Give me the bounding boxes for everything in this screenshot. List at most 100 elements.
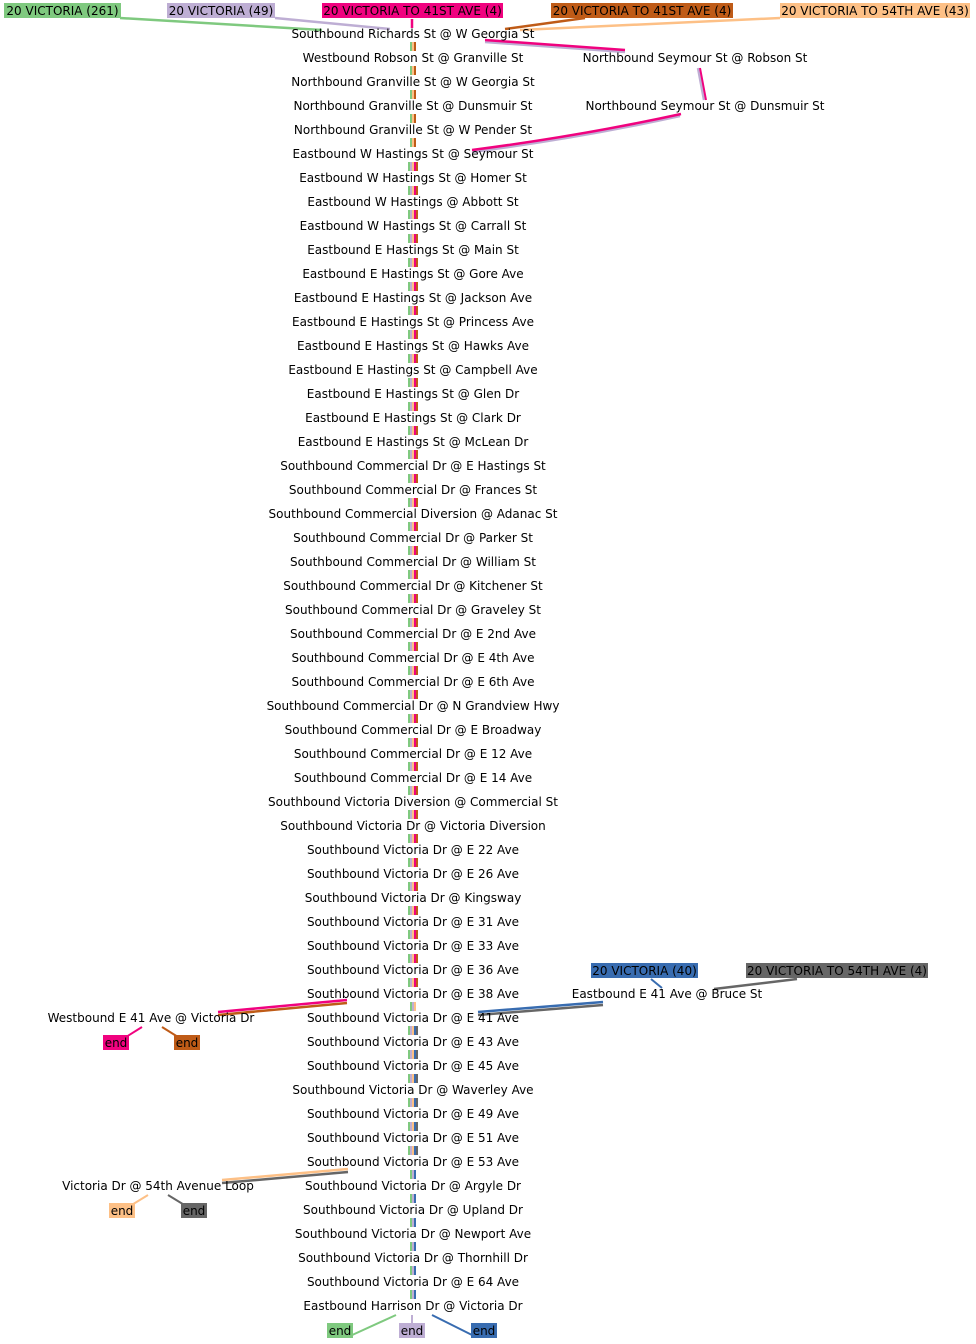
stop-label: Southbound Richards St @ W Georgia St <box>292 27 535 41</box>
edge-purple-start <box>274 16 391 31</box>
segment-stripe-orange <box>412 282 414 291</box>
route-badge-brown-bg <box>551 3 733 18</box>
segment-stripe-green <box>408 450 410 459</box>
segment-stripe-orange <box>412 90 414 99</box>
segment-stripe-orange <box>412 882 414 891</box>
segment-stripe-brown <box>416 498 418 507</box>
segment-stripe-purple <box>410 258 412 267</box>
segment-stripe-orange <box>412 42 414 51</box>
segment-stripe-pink <box>414 714 416 723</box>
segment-stripe-pink <box>414 354 416 363</box>
segment-stripe-purple <box>412 1194 414 1203</box>
route-badge-grey-bg <box>746 963 928 978</box>
segment-stripe-purple <box>410 474 412 483</box>
segment-stripe-brown <box>416 306 418 315</box>
segment-stripe-pink <box>414 162 416 171</box>
segment-stripe-blue <box>414 1146 416 1155</box>
segment-stripe-purple <box>412 1002 414 1011</box>
segment-stripe-brown <box>416 906 418 915</box>
segment-stripe-brown <box>416 354 418 363</box>
segment-stripe-blue <box>414 1170 416 1179</box>
segment-stripe-orange <box>412 138 414 147</box>
segment-stripe-green <box>408 666 410 675</box>
segment-stripe-purple <box>410 810 412 819</box>
route-badge-blue: 20 VICTORIA (40) <box>592 964 697 978</box>
stop-label: Southbound Commercial Dr @ William St <box>290 555 536 569</box>
stop-label: Southbound Victoria Dr @ Newport Ave <box>295 1227 531 1241</box>
segment-stripe-purple <box>410 618 412 627</box>
segment-stripe-brown <box>416 210 418 219</box>
segment-stripe-purple <box>410 378 412 387</box>
segment-stripe-pink <box>414 642 416 651</box>
segment-stripe-orange <box>412 378 414 387</box>
segment-stripe-purple <box>412 1242 414 1251</box>
stop-label: Southbound Victoria Dr @ E 26 Ave <box>307 867 519 881</box>
segment-stripe-green <box>410 1194 412 1203</box>
edge-seymour-1 <box>484 40 626 54</box>
segment-stripe-orange <box>412 906 414 915</box>
segment-stripe-green <box>408 282 410 291</box>
segment-stripe-green <box>408 354 410 363</box>
segment-stripes <box>408 42 418 1299</box>
segment-stripe-purple <box>410 234 412 243</box>
route-badge-green-bg <box>4 3 121 18</box>
stop-label: Northbound Granville St @ W Pender St <box>294 123 532 137</box>
segment-stripe-orange <box>412 1074 414 1083</box>
segment-stripe-orange <box>412 474 414 483</box>
segment-stripe-brown <box>416 258 418 267</box>
segment-stripe-purple <box>410 834 412 843</box>
segment-stripe-purple <box>410 546 412 555</box>
segment-stripe-orange <box>412 234 414 243</box>
edge-loop <box>221 1167 349 1182</box>
segment-stripe-green <box>410 66 412 75</box>
segment-stripe-purple <box>412 1170 414 1179</box>
segment-stripe-orange <box>412 162 414 171</box>
segment-stripe-brown <box>416 330 418 339</box>
segment-stripe-purple <box>410 1026 412 1035</box>
segment-stripe-orange <box>412 786 414 795</box>
segment-stripe-purple <box>410 594 412 603</box>
stop-labels: Southbound Richards St @ W Georgia StWes… <box>48 27 825 1313</box>
segment-stripe-purple <box>410 450 412 459</box>
segment-stripe-purple <box>410 690 412 699</box>
segment-stripe-green <box>408 930 410 939</box>
route-badge-purple-bg <box>167 3 275 18</box>
route-badge-blue-bg <box>591 963 698 978</box>
segment-stripe-green <box>408 810 410 819</box>
segment-stripe-orange <box>412 1146 414 1155</box>
segment-stripe-green <box>408 906 410 915</box>
stop-label: Eastbound Harrison Dr @ Victoria Dr <box>303 1299 522 1313</box>
stop-label: Southbound Victoria Dr @ E 64 Ave <box>307 1275 519 1289</box>
end-badge-green: end <box>329 1324 352 1338</box>
stop-label: Southbound Victoria Dr @ E 33 Ave <box>307 939 519 953</box>
segment-stripe-orange <box>412 954 414 963</box>
edge-orange-start <box>519 16 781 32</box>
segment-stripe-purple <box>410 282 412 291</box>
segment-stripe-green <box>408 426 410 435</box>
route-badge-green: 20 VICTORIA (261) <box>6 4 118 18</box>
stop-label: Eastbound E Hastings St @ Clark Dr <box>305 411 521 425</box>
stop-label: Southbound Victoria Dr @ Thornhill Dr <box>298 1251 528 1265</box>
edge-e41-west-brown <box>217 1001 348 1017</box>
segment-stripe-green <box>408 978 410 987</box>
stop-label: Eastbound W Hastings St @ Carrall St <box>300 219 527 233</box>
segment-stripe-brown <box>416 882 418 891</box>
segment-stripe-purple <box>410 354 412 363</box>
segment-stripe-brown <box>416 810 418 819</box>
stop-label: Eastbound E Hastings St @ Jackson Ave <box>294 291 532 305</box>
segment-stripe-blue <box>414 1242 416 1251</box>
segment-stripe-blue <box>414 1050 416 1059</box>
segment-stripe-brown <box>416 378 418 387</box>
route-badge-purple: 20 VICTORIA (49) <box>169 4 274 18</box>
segment-stripe-purple <box>410 498 412 507</box>
segment-stripe-green <box>408 378 410 387</box>
side-stop-label: Northbound Seymour St @ Dunsmuir St <box>585 99 824 113</box>
segment-stripe-orange <box>412 1098 414 1107</box>
segment-stripe-green <box>408 594 410 603</box>
segment-stripe-brown <box>416 930 418 939</box>
stop-label: Eastbound W Hastings St @ Homer St <box>299 171 527 185</box>
segment-stripe-orange <box>412 762 414 771</box>
segment-stripe-purple <box>410 954 412 963</box>
segment-stripe-green <box>408 762 410 771</box>
route-badge-pink-bg <box>322 3 503 18</box>
